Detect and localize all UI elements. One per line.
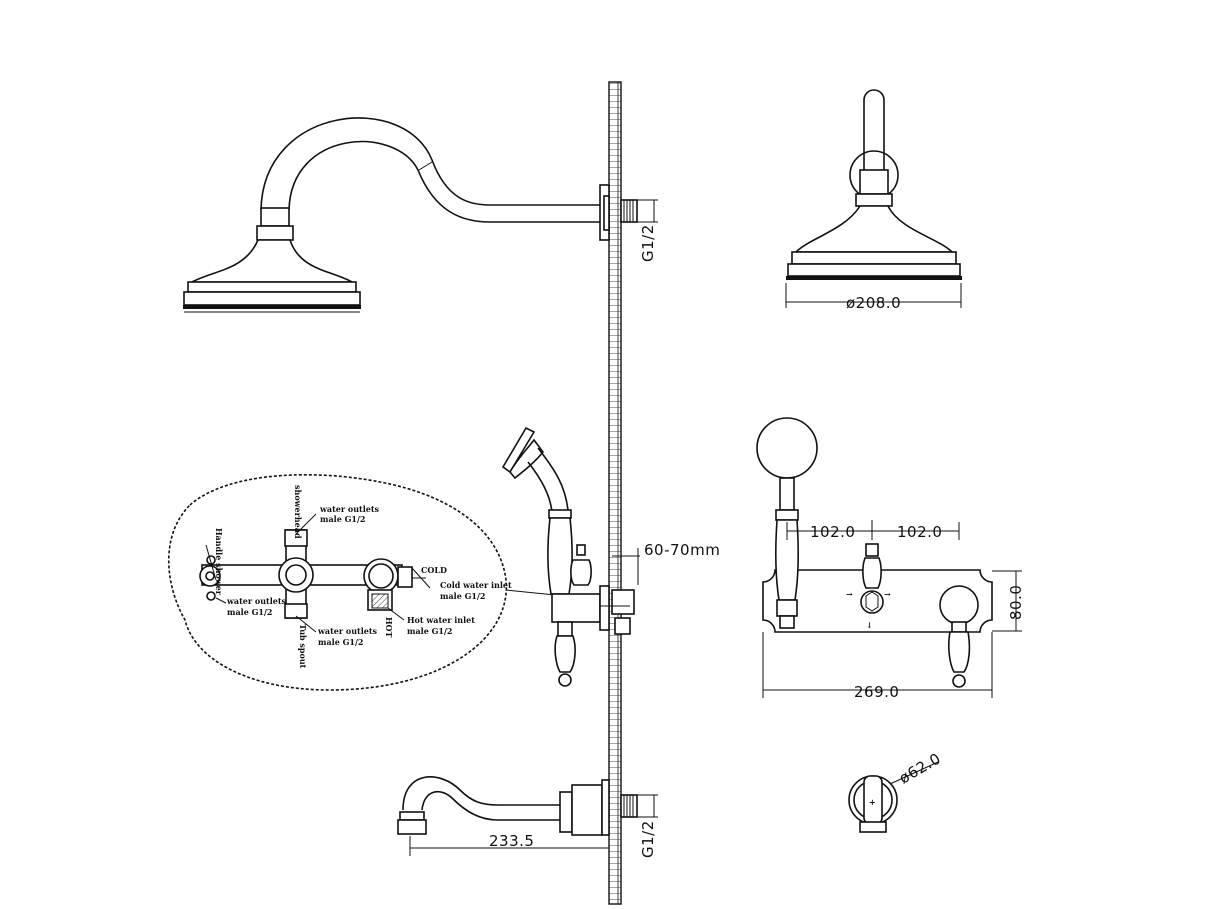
svg-text:+: +: [869, 797, 876, 807]
spout-thread-label: G1/2: [639, 820, 657, 858]
svg-text:→: →: [846, 589, 853, 599]
hot-label: HOT: [384, 617, 394, 638]
tub-spout-callout: Tub spout: [298, 624, 308, 669]
spout-thread: [620, 794, 638, 818]
escutcheon-diameter-label: ø62.0: [896, 749, 944, 787]
wall-depth-dimension: 60-70mm: [612, 541, 720, 585]
handle-shower-callout: Handle shower: [214, 528, 224, 596]
escutcheon-diameter-dimension: ø62.0: [889, 749, 944, 787]
outlet-top-line1: water outlets: [319, 504, 380, 514]
spout-length-label: 233.5: [489, 832, 534, 850]
plate-width-label: 269.0: [854, 683, 899, 701]
hot-inlet-line2: male G1/2: [407, 626, 452, 636]
plate-height-dimension: 80.0: [992, 570, 1025, 632]
outlet-bottom-line2: male G1/2: [318, 637, 363, 647]
outlet-bottom-line1: water outlets: [317, 626, 378, 636]
spout-escutcheon-front-view: +: [848, 775, 898, 833]
hot-inlet-line1: Hot water inlet: [407, 615, 475, 625]
head-thread-dimension: G1/2: [637, 199, 658, 262]
spacing-right-label: 102.0: [897, 523, 942, 541]
head-diameter-dimension: ø208.0: [785, 283, 962, 312]
outlet-top-line2: male G1/2: [320, 514, 365, 524]
arm-thread: [620, 199, 638, 223]
spacing-dimensions: 102.0 102.0: [786, 520, 960, 541]
outlet-left-line2: male G1/2: [227, 607, 272, 617]
outlet-left-line1: water outlets: [226, 596, 287, 606]
spout-thread-dimension: G1/2: [637, 794, 658, 858]
valve-section-bubble: showerhead Handle shower water outlets m…: [167, 474, 566, 691]
svg-text:↓: ↓: [866, 620, 873, 630]
head-thread-label: G1/2: [639, 224, 657, 262]
cold-inlet-line1: Cold water inlet: [440, 580, 512, 590]
wall-section: [608, 81, 622, 905]
spacing-left-label: 102.0: [810, 523, 855, 541]
plate-height-label: 80.0: [1007, 585, 1025, 620]
cold-label: COLD: [421, 565, 447, 575]
spout-length-dimension: 233.5: [409, 832, 609, 856]
mixer-side-view: [501, 426, 635, 687]
shower-head-front-view: [786, 89, 962, 280]
mixer-front-view: → → ↓: [756, 417, 993, 688]
shower-head-side-view: [183, 117, 638, 313]
cold-inlet-line2: male G1/2: [440, 591, 485, 601]
head-diameter-label: ø208.0: [846, 294, 901, 312]
tub-spout-side-view: [397, 776, 638, 836]
wall-depth-label: 60-70mm: [644, 541, 720, 559]
headshower-callout: showerhead: [293, 485, 303, 539]
plate-width-dimension: 269.0: [762, 632, 993, 701]
svg-text:→: →: [884, 589, 891, 599]
